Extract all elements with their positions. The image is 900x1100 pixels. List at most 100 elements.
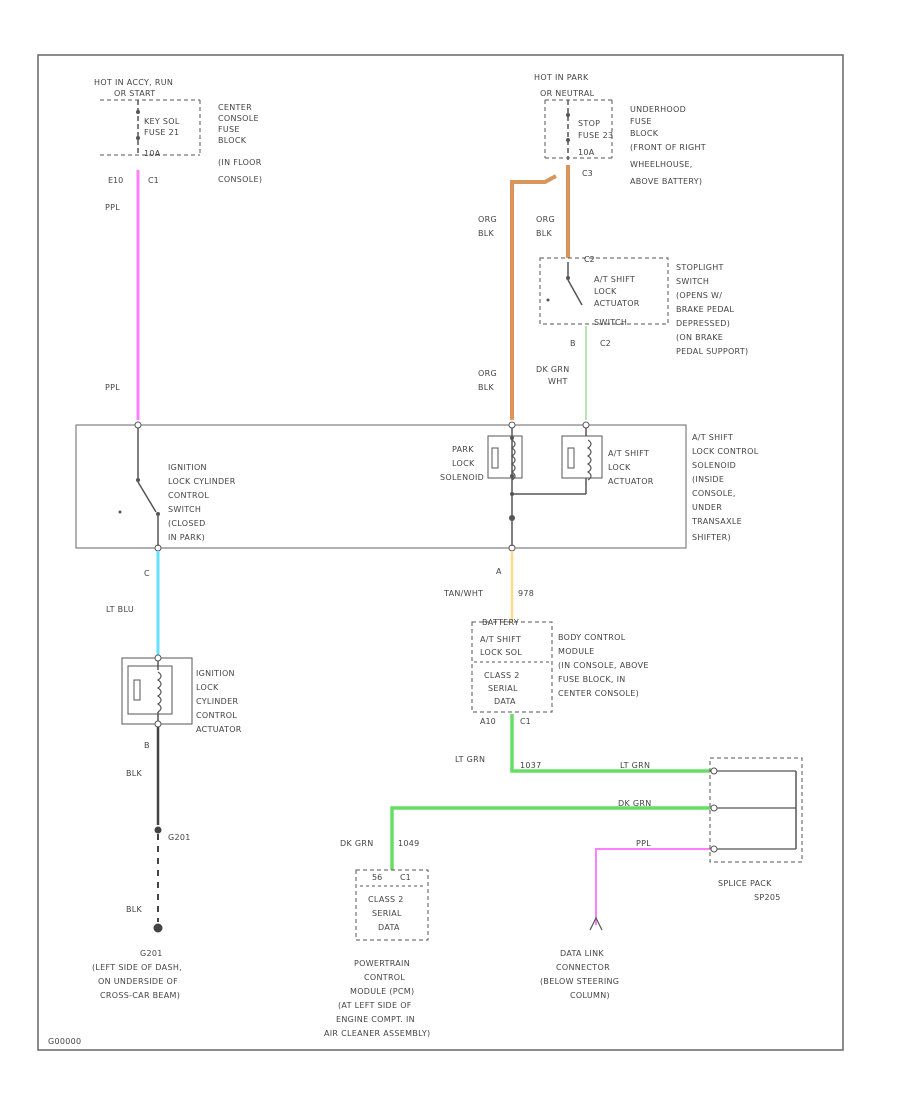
ign-switch-4: SWITCH (168, 505, 201, 514)
module-desc-1: A/T SHIFT (692, 433, 733, 442)
wire-org-blk-main (510, 174, 557, 420)
shift-lock-control-module: IGNITION LOCK CYLINDER CONTROL SWITCH (C… (75, 421, 759, 552)
module-desc-7: TRANSAXLE (691, 517, 742, 526)
wire-ltblu-label: LT BLU (106, 605, 134, 614)
ign-actuator-5: ACTUATOR (196, 725, 242, 734)
pin-c1-pcm: C1 (400, 873, 411, 882)
module-desc-8: SHIFTER) (692, 533, 731, 542)
stoplight-desc-6: (ON BRAKE (676, 333, 723, 342)
wire-org-label-2a: ORG (536, 215, 555, 224)
stoplight-inner-3: ACTUATOR (594, 299, 640, 308)
pin-c1: C1 (148, 176, 159, 185)
right-fuse-3: 10A (578, 148, 595, 157)
module-desc-4: (INSIDE (692, 475, 724, 484)
ign-switch-5: (CLOSED (168, 519, 206, 528)
ign-actuator-3: CYLINDER (196, 697, 238, 706)
pcm-inner-3: DATA (378, 923, 400, 932)
left-hot-label-2: OR START (114, 89, 155, 98)
wire-dk-grn (390, 806, 710, 870)
bcm-desc-4: FUSE BLOCK, IN (558, 675, 626, 684)
stoplight-inner-2: LOCK (594, 287, 617, 296)
pin-a: A (496, 567, 502, 576)
wire-ppl-top-label: PPL (105, 203, 120, 212)
pcm-desc-5: ENGINE COMPT. IN (336, 1015, 415, 1024)
pcm-desc-6: AIR CLEANER ASSEMBLY) (324, 1029, 430, 1038)
pin-a10: A10 (480, 717, 496, 726)
data-link-connector-symbol (589, 916, 603, 931)
left-block-4: BLOCK (218, 136, 247, 145)
ground-circuit-label: G201 (168, 833, 191, 842)
stoplight-desc-2: SWITCH (676, 277, 709, 286)
stoplight-inner-4: SWITCH (594, 318, 627, 327)
pin-56: 56 (372, 873, 382, 882)
pin-c: C (144, 569, 150, 578)
pcm-inner-1: CLASS 2 (368, 895, 404, 904)
left-block-3: FUSE (218, 125, 240, 134)
wire-dkgrn-label-2: DK GRN (618, 799, 652, 808)
right-hot-label-2: OR NEUTRAL (540, 89, 595, 98)
wire-blk-label-1: BLK (126, 769, 143, 778)
pin-c2-top: C2 (584, 255, 595, 264)
wire-ppl-mid-label: PPL (105, 383, 120, 392)
pcm-desc-2: CONTROL (364, 973, 405, 982)
bcm-inner-1: BATTERY (482, 618, 519, 627)
actuator-1: A/T SHIFT (608, 449, 649, 458)
ign-actuator-1: IGNITION (196, 669, 235, 678)
wire-org-label-1b: BLK (478, 229, 495, 238)
pin-b-actuator: B (144, 741, 150, 750)
wire-dkgrn-circuit: 1049 (398, 839, 420, 848)
wire-ppl-splice-label: PPL (636, 839, 651, 848)
wire-org-label-2b: BLK (536, 229, 553, 238)
pcm-desc-1: POWERTRAIN (354, 959, 410, 968)
wire-ltgrn-circuit: 1037 (520, 761, 542, 770)
park-lock-2: LOCK (452, 459, 475, 468)
data-link-4: COLUMN) (570, 991, 610, 1000)
actuator-3: ACTUATOR (608, 477, 654, 486)
body-control-module: BATTERY A/T SHIFT LOCK SOL CLASS 2 SERIA… (471, 618, 648, 713)
wire-org-label-1a: ORG (478, 215, 497, 224)
wire-tan-label-b: 978 (518, 589, 534, 598)
stoplight-switch: C2 A/T SHIFT LOCK ACTUATOR SWITCH STOPLI… (539, 255, 748, 356)
wire-org-label-3b: BLK (478, 383, 495, 392)
splice-pack-1: SPLICE PACK (718, 879, 772, 888)
right-block-2: FUSE (630, 117, 652, 126)
right-fuse-1: STOP (578, 119, 600, 128)
ground-desc-2: (LEFT SIDE OF DASH, (92, 963, 182, 972)
wire-ltgrn-label: LT GRN (455, 755, 485, 764)
ign-switch-3: CONTROL (168, 491, 209, 500)
diagram-border (37, 54, 844, 1051)
wire-org-label-3a: ORG (478, 369, 497, 378)
bcm-desc-5: CENTER CONSOLE) (558, 689, 639, 698)
park-lock-1: PARK (452, 445, 474, 454)
figure-id: G00000 (48, 1037, 81, 1046)
left-power-source: HOT IN ACCY, RUN OR START KEY SOL FUSE 2… (94, 78, 262, 185)
left-block-2: CONSOLE (218, 114, 259, 123)
module-desc-5: CONSOLE, (692, 489, 736, 498)
ignition-lock-actuator: IGNITION LOCK CYLINDER CONTROL ACTUATOR (121, 654, 242, 734)
pin-e10: E10 (108, 176, 123, 185)
module-desc-6: UNDER (692, 503, 722, 512)
bcm-inner-2: A/T SHIFT (480, 635, 521, 644)
pin-c1-bcm: C1 (520, 717, 531, 726)
bcm-inner-3: LOCK SOL (480, 648, 522, 657)
bcm-desc-2: MODULE (558, 647, 595, 656)
stoplight-desc-4: BRAKE PEDAL (676, 305, 734, 314)
splice-pack-sp205: SPLICE PACK SP205 (709, 757, 803, 902)
left-block-5: (IN FLOOR (218, 158, 262, 167)
wire-dkgrn-label-b: WHT (548, 377, 568, 386)
bcm-inner-5: SERIAL (488, 684, 518, 693)
wire-ppl-data-link (595, 848, 710, 925)
right-fuse-2: FUSE 23 (578, 131, 613, 140)
wire-dkgrn-label-a: DK GRN (536, 365, 570, 374)
right-block-1: UNDERHOOD (630, 105, 686, 114)
pcm-desc-4: (AT LEFT SIDE OF (338, 1001, 412, 1010)
right-power-source: HOT IN PARK OR NEUTRAL STOP FUSE 23 10A … (534, 73, 706, 186)
pin-b: B (570, 339, 576, 348)
pcm-inner-2: SERIAL (372, 909, 402, 918)
ground-desc-4: CROSS-CAR BEAM) (100, 991, 180, 1000)
ign-switch-6: IN PARK) (168, 533, 205, 542)
module-desc-2: LOCK CONTROL (692, 447, 759, 456)
bcm-desc-1: BODY CONTROL (558, 633, 626, 642)
wire-lt-grn (510, 714, 710, 773)
